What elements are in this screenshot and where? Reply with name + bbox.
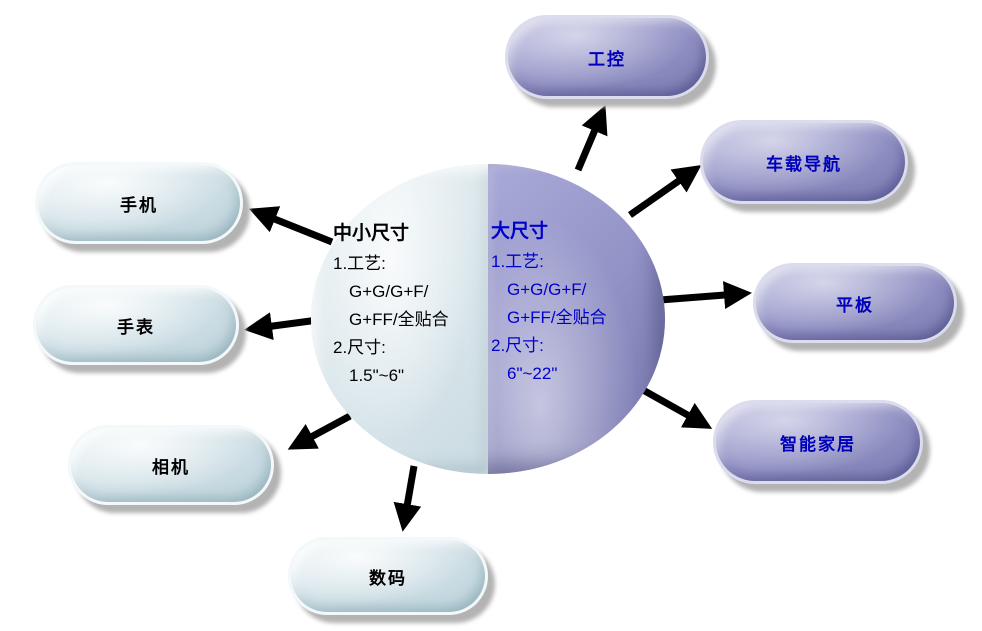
small-medium-process-label: 1.工艺: xyxy=(333,254,386,273)
node-tablet: 平板 xyxy=(753,263,957,343)
node-camera: 相机 xyxy=(68,425,274,505)
node-phone: 手机 xyxy=(35,162,243,244)
node-digital: 数码 xyxy=(288,537,488,615)
small-medium-process-line1: G+G/G+F/ xyxy=(349,282,429,301)
arrow-to-watch xyxy=(244,312,319,341)
small-medium-size-text: 中小尺寸 1.工艺: G+G/G+F/ G+FF/全贴合 2.尺寸: 1.5"~… xyxy=(333,220,449,390)
node-watch: 手表 xyxy=(33,285,239,365)
node-smart-home: 智能家居 xyxy=(713,400,923,484)
large-size-text: 大尺寸 1.工艺: G+G/G+F/ G+FF/全贴合 2.尺寸: 6"~22" xyxy=(491,218,607,388)
arrow-to-tablet xyxy=(659,281,752,310)
large-size-range: 6"~22" xyxy=(507,364,558,383)
node-car-navigation-label: 车载导航 xyxy=(766,154,842,174)
node-watch-label: 手表 xyxy=(117,317,155,337)
large-size-half xyxy=(488,164,665,474)
node-industrial-control-label: 工控 xyxy=(588,49,626,69)
large-process-label: 1.工艺: xyxy=(491,252,544,271)
large-size-title: 大尺寸 xyxy=(491,221,549,242)
small-medium-size-title: 中小尺寸 xyxy=(333,223,410,244)
large-process-line2: G+FF/全贴合 xyxy=(507,308,607,327)
small-medium-size-half xyxy=(311,164,488,474)
small-medium-size-label: 2.尺寸: xyxy=(333,338,386,357)
node-phone-label: 手机 xyxy=(120,195,158,215)
center-ellipse xyxy=(311,164,665,474)
small-medium-process-line2: G+FF/全贴合 xyxy=(349,310,449,329)
node-smart-home-label: 智能家居 xyxy=(780,434,856,454)
node-industrial-control: 工控 xyxy=(505,15,709,99)
node-tablet-label: 平板 xyxy=(836,295,874,315)
node-digital-label: 数码 xyxy=(369,568,407,588)
large-size-label: 2.尺寸: xyxy=(491,336,544,355)
node-car-navigation: 车载导航 xyxy=(700,120,908,204)
node-camera-label: 相机 xyxy=(152,457,190,477)
small-medium-size-range: 1.5"~6" xyxy=(349,366,405,385)
large-process-line1: G+G/G+F/ xyxy=(507,280,587,299)
arrow-to-industrial-control xyxy=(574,105,608,172)
